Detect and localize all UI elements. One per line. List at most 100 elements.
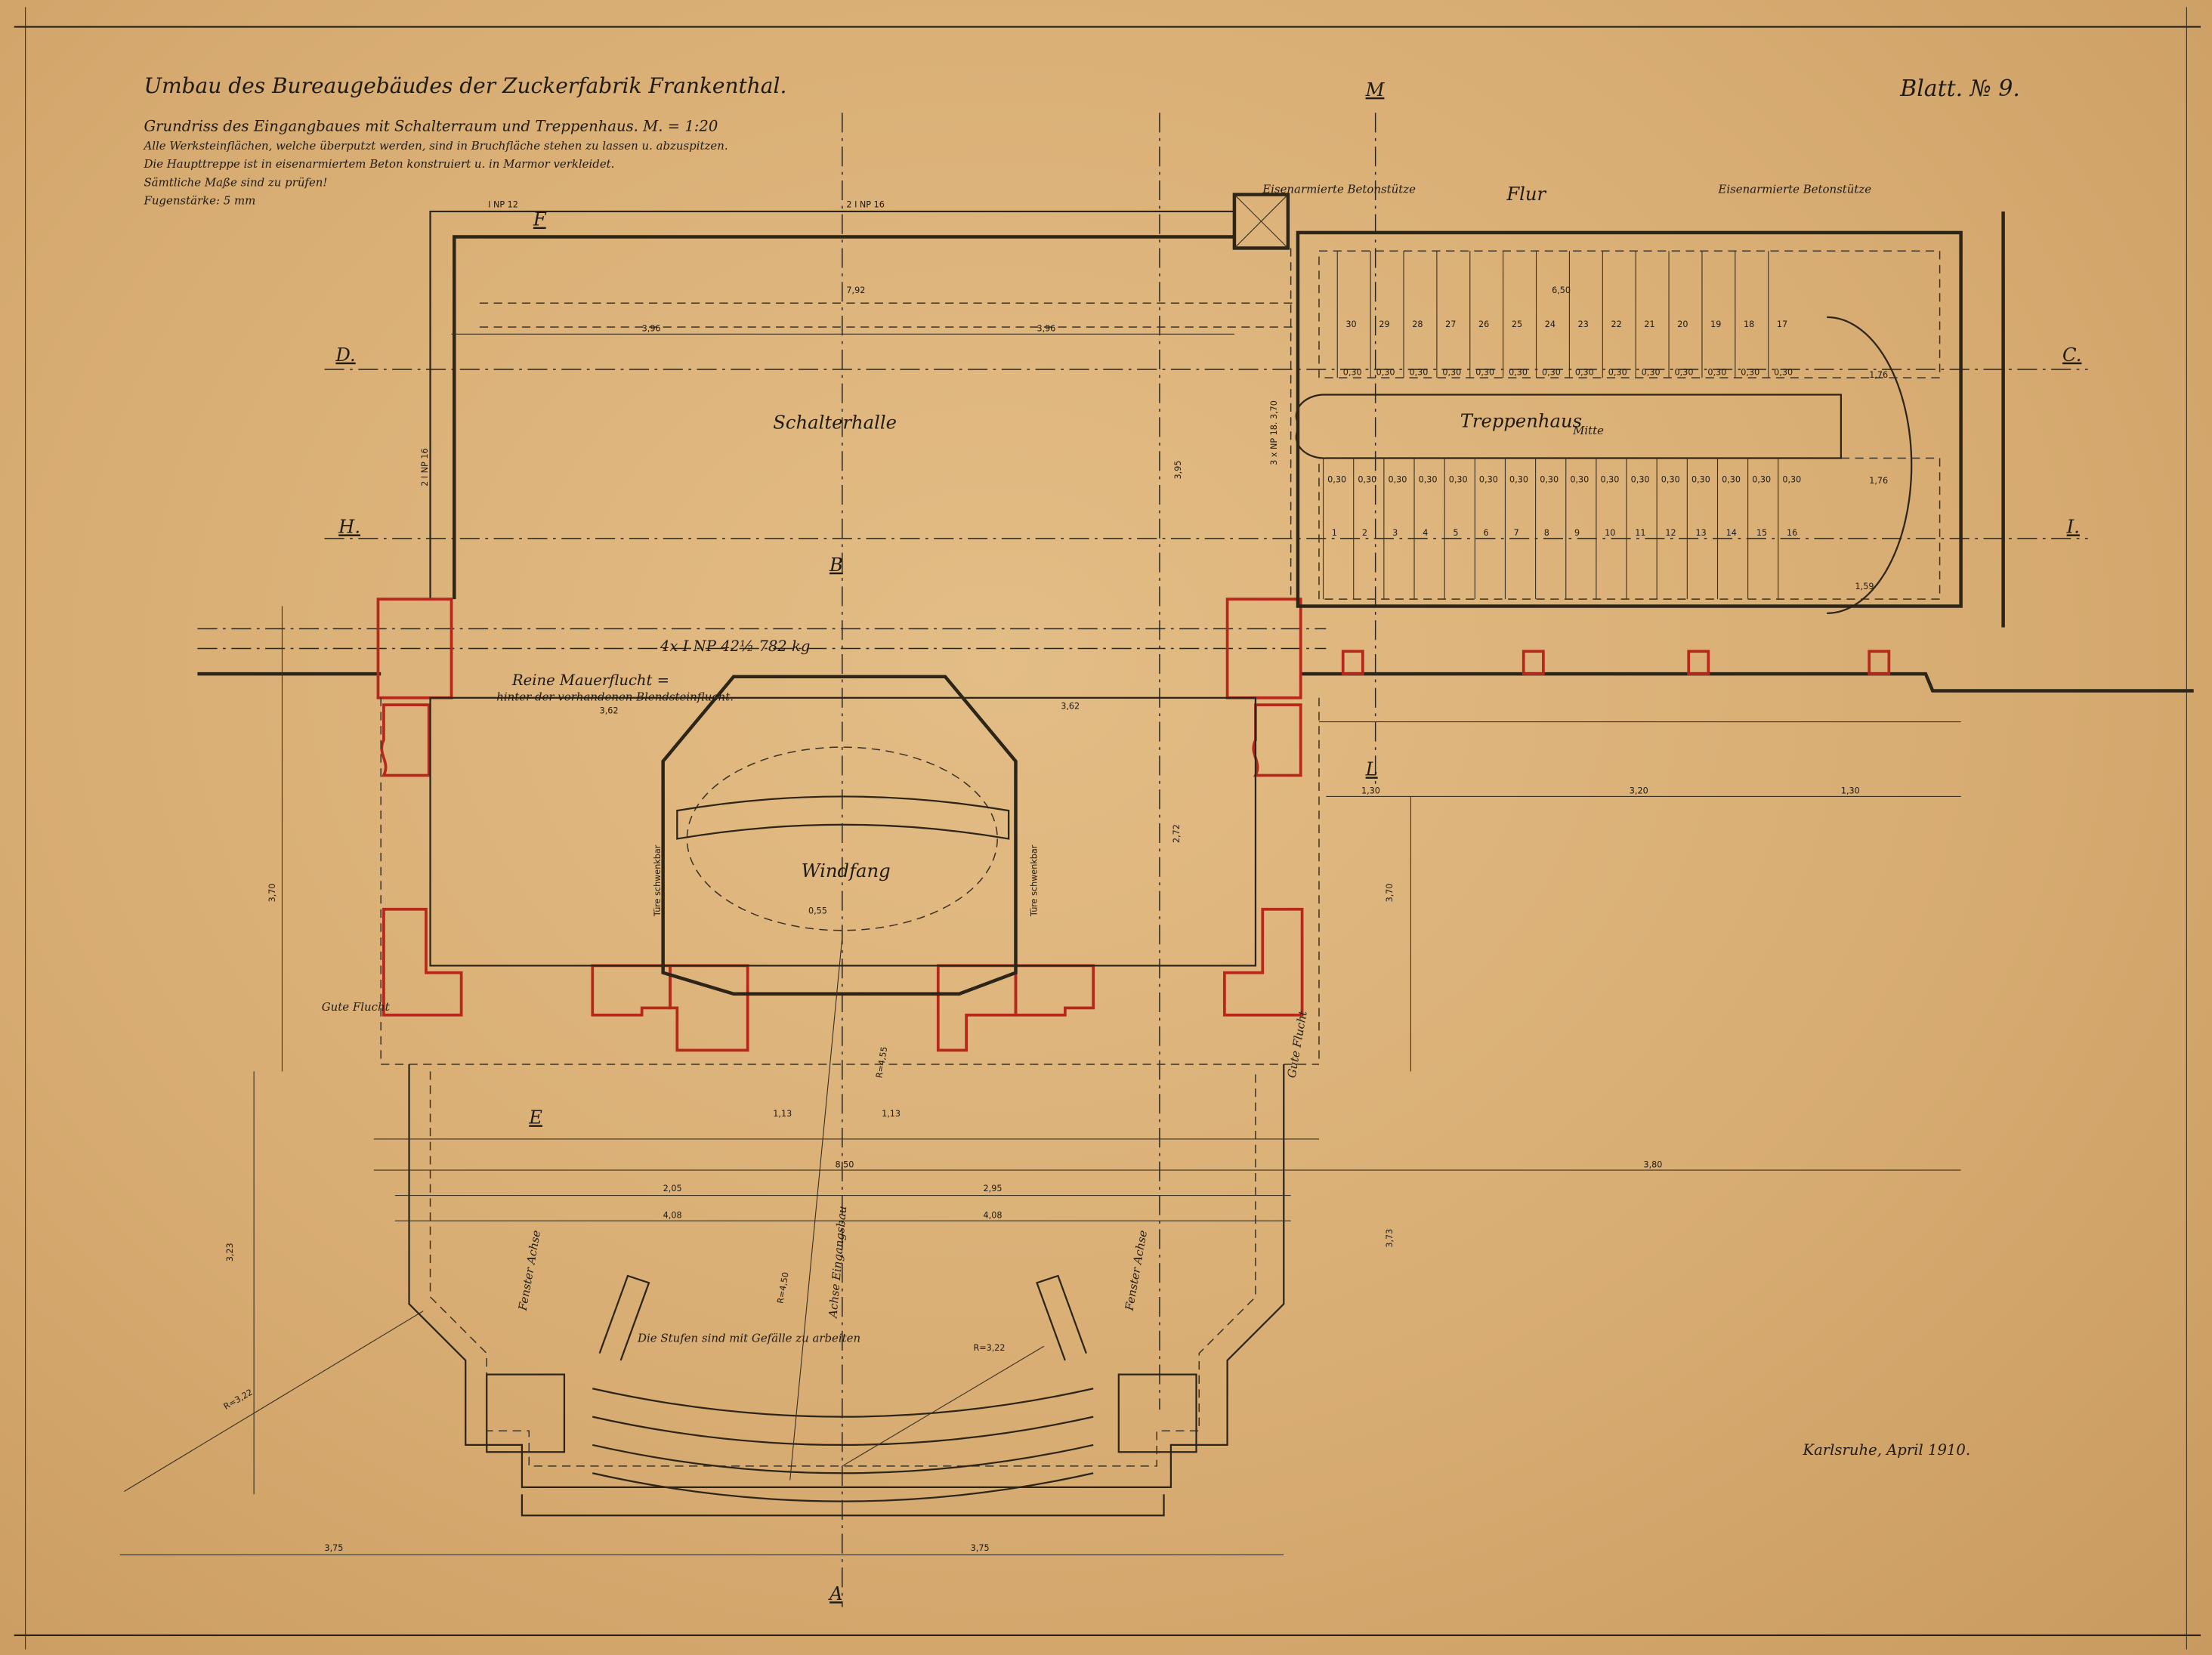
stair-step-number: 6 bbox=[1484, 528, 1489, 538]
section-D: D. bbox=[335, 344, 355, 366]
svg-text:4,08: 4,08 bbox=[984, 1210, 1003, 1220]
stair-hall bbox=[1295, 211, 2005, 628]
stair-tread-width: 0,30 bbox=[1601, 474, 1620, 484]
ipn12-note: I NP 12 bbox=[488, 199, 518, 209]
stair-step-number: 20 bbox=[1677, 320, 1688, 329]
stair-tread-width: 0,30 bbox=[1542, 367, 1561, 377]
note-2: Die Haupttreppe ist in eisenarmiertem Be… bbox=[143, 157, 614, 171]
column-note-right: Eisenarmierte Betonstütze bbox=[1717, 183, 1871, 196]
stair-step-number: 19 bbox=[1710, 320, 1721, 329]
svg-text:3,70: 3,70 bbox=[1385, 883, 1395, 902]
stair-step-number: 13 bbox=[1696, 528, 1707, 538]
svg-text:1,13: 1,13 bbox=[773, 1109, 792, 1119]
stair-step-number: 16 bbox=[1787, 528, 1797, 538]
stair-step-number: 25 bbox=[1512, 320, 1522, 329]
stair-tread-width: 0,30 bbox=[1570, 474, 1589, 484]
stair-step-number: 8 bbox=[1544, 528, 1549, 538]
stair-step-number: 28 bbox=[1412, 320, 1423, 329]
svg-text:1,30: 1,30 bbox=[1361, 786, 1380, 796]
svg-text:3,23: 3,23 bbox=[225, 1243, 235, 1261]
stair-step-number: 10 bbox=[1605, 528, 1615, 538]
svg-text:2,95: 2,95 bbox=[984, 1184, 1003, 1193]
stair-tread-width: 0,30 bbox=[1741, 367, 1759, 377]
stair-tread-width: 0,30 bbox=[1722, 474, 1741, 484]
note-4: Fugenstärke: 5 mm bbox=[143, 194, 255, 208]
stair-step-number: 15 bbox=[1756, 528, 1767, 538]
section-E: E bbox=[528, 1106, 542, 1128]
svg-text:3,70: 3,70 bbox=[267, 883, 277, 902]
svg-text:3,96: 3,96 bbox=[642, 324, 661, 334]
svg-text:3,75: 3,75 bbox=[971, 1543, 990, 1553]
place-date: Karlsruhe, April 1910. bbox=[1802, 1441, 1970, 1459]
hall-walls bbox=[429, 193, 1298, 600]
stair-piers bbox=[1341, 650, 1891, 675]
stair-step-number: 21 bbox=[1644, 320, 1654, 329]
stair-tread-width: 0,30 bbox=[1782, 474, 1801, 484]
stair-tread-width: 0,30 bbox=[1642, 367, 1661, 377]
good-line-left: Gute Flucht bbox=[322, 1000, 391, 1014]
window-axis-right: Fenster Achse bbox=[1123, 1229, 1151, 1312]
svg-text:7,92: 7,92 bbox=[846, 286, 865, 295]
axis-lines bbox=[197, 113, 2088, 1607]
dimension-labels: 3,96 3,96 7,92 3,95 3,62 3,62 8,50 2,05 … bbox=[225, 286, 1888, 1553]
svg-text:3,20: 3,20 bbox=[1630, 786, 1648, 796]
stair-step-number: 26 bbox=[1478, 320, 1489, 329]
section-H: H. bbox=[338, 515, 360, 537]
door-note-right: Türe schwenkbar bbox=[1029, 844, 1039, 917]
stair-step-number: 23 bbox=[1578, 320, 1589, 329]
radius-left: R=3,22 bbox=[222, 1388, 255, 1412]
stair-step-number: 22 bbox=[1611, 320, 1622, 329]
stair-tread-width: 0,30 bbox=[1608, 367, 1627, 377]
window-axis-left: Fenster Achse bbox=[516, 1229, 544, 1312]
section-I: I. bbox=[2066, 515, 2080, 537]
vestibule-outline bbox=[380, 675, 1320, 1065]
svg-text:3,73: 3,73 bbox=[1385, 1229, 1395, 1248]
section-F: F bbox=[533, 208, 547, 230]
stair-tread-width: 0,30 bbox=[1343, 367, 1362, 377]
good-line-right: Gute Flucht bbox=[1284, 1009, 1310, 1079]
stair-step-number: 14 bbox=[1726, 528, 1737, 538]
svg-text:1,76: 1,76 bbox=[1869, 370, 1888, 380]
stair-tread-width: 0,30 bbox=[1358, 474, 1376, 484]
svg-text:1,59: 1,59 bbox=[1855, 582, 1874, 591]
stair-step-number: 5 bbox=[1453, 528, 1458, 538]
stair-step-number: 7 bbox=[1514, 528, 1519, 538]
svg-text:1,30: 1,30 bbox=[1841, 786, 1860, 796]
room-label-corridor: Flur bbox=[1506, 183, 1546, 205]
stair-tread-width: 0,30 bbox=[1475, 367, 1494, 377]
drawing-title: Umbau des Bureaugebäudes der Zuckerfabri… bbox=[144, 73, 786, 98]
stair-tread-width: 0,30 bbox=[1449, 474, 1468, 484]
svg-text:2,05: 2,05 bbox=[663, 1184, 682, 1193]
svg-text:6,50: 6,50 bbox=[1552, 286, 1571, 295]
column-note-left: Eisenarmierte Betonstütze bbox=[1262, 183, 1416, 196]
stair-tread-width: 0,30 bbox=[1509, 474, 1528, 484]
beam-note: 4x I NP 42½ 782 kg bbox=[660, 638, 811, 655]
door-note-left: Türe schwenkbar bbox=[653, 844, 663, 917]
sheet-frame bbox=[14, 7, 2201, 1650]
sheet-number: Blatt. № 9. bbox=[1899, 76, 2020, 102]
stair-tread-width: 0,30 bbox=[1661, 474, 1680, 484]
stair-step-number: 27 bbox=[1445, 320, 1456, 329]
wall-line-note: Reine Mauerflucht = bbox=[511, 672, 669, 689]
stair-step-numbers: 300,30290,30280,30270,30260,30250,30240,… bbox=[1327, 320, 1801, 538]
svg-text:1,13: 1,13 bbox=[882, 1109, 901, 1119]
radius-mid: R=4,50 bbox=[776, 1271, 791, 1305]
section-L: L bbox=[1365, 758, 1378, 780]
svg-text:2,72: 2,72 bbox=[1172, 824, 1182, 843]
stair-step-number: 29 bbox=[1379, 320, 1389, 329]
svg-text:3,80: 3,80 bbox=[1643, 1159, 1662, 1169]
stair-tread-width: 0,30 bbox=[1675, 367, 1694, 377]
beam-top-note: 2 I NP 16 bbox=[846, 199, 884, 209]
stair-tread-width: 0,30 bbox=[1419, 474, 1438, 484]
svg-text:3,62: 3,62 bbox=[600, 706, 619, 715]
radius-right: R=3,22 bbox=[973, 1343, 1005, 1353]
exterior-stair bbox=[124, 937, 1285, 1517]
stair-tread-width: 0,30 bbox=[1409, 367, 1428, 377]
stair-tread-width: 0,30 bbox=[1774, 367, 1793, 377]
svg-text:8,50: 8,50 bbox=[835, 1159, 854, 1169]
stair-tread-width: 0,30 bbox=[1327, 474, 1346, 484]
svg-text:4,08: 4,08 bbox=[663, 1210, 682, 1220]
svg-text:3,75: 3,75 bbox=[324, 1543, 343, 1553]
stair-tread-width: 0,30 bbox=[1691, 474, 1710, 484]
